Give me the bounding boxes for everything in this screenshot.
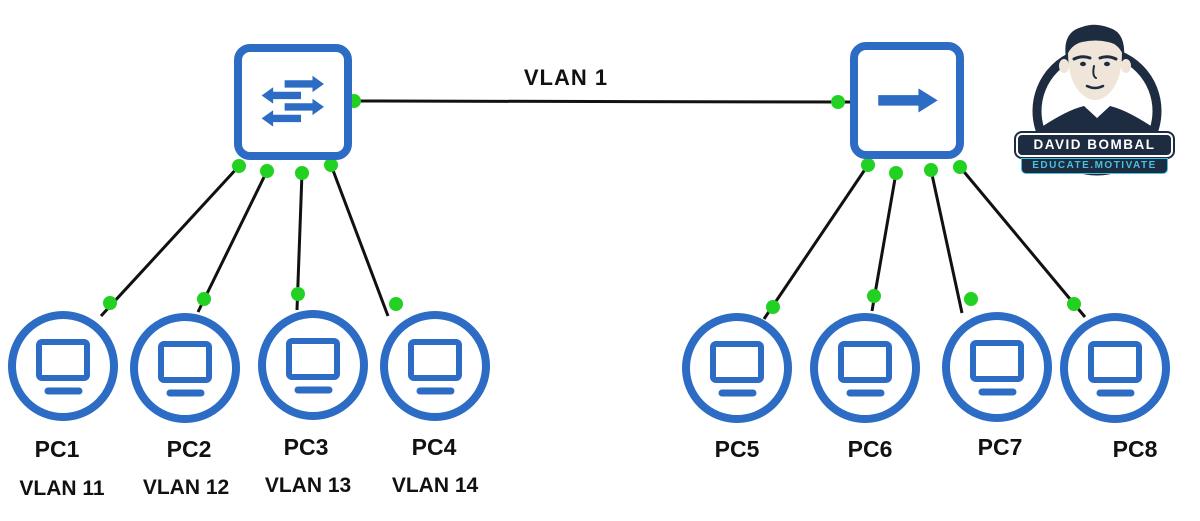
port-dot: [924, 163, 938, 177]
pc-label: PC3: [283, 434, 329, 460]
port-dot: [389, 297, 403, 311]
pc-node-4: [380, 311, 490, 421]
port-dot: [861, 158, 875, 172]
pc-node-2: [130, 313, 240, 423]
switch-left: [234, 44, 352, 160]
port-dot: [867, 289, 881, 303]
pc-node-5: [682, 313, 792, 423]
wire-sw1-pc1: [99, 164, 241, 318]
port-dot: [324, 158, 338, 172]
vlan-label: VLAN 11: [19, 477, 105, 500]
pc-node-3: [258, 310, 368, 420]
port-dot: [103, 296, 117, 310]
pc-monitor-icon: [8, 311, 118, 421]
pc-monitor-icon: [810, 313, 920, 423]
pc-node-8: [1060, 313, 1170, 423]
port-dot: [291, 287, 305, 301]
pc-label: PC1: [34, 436, 80, 462]
pc-label: PC7: [977, 434, 1023, 460]
logo-face: [1059, 24, 1131, 100]
vlan-label: VLAN 12: [142, 476, 230, 499]
logo-name-banner: DAVID BOMBAL: [1016, 133, 1173, 157]
pc-monitor-icon: [380, 311, 490, 421]
port-dot: [232, 159, 246, 173]
pc-label: PC6: [847, 436, 893, 462]
port-dot: [964, 292, 978, 306]
pc-label: PC5: [714, 436, 760, 462]
wire-sw2-pc8: [958, 166, 1087, 318]
vlan-label: VLAN 14: [391, 474, 479, 497]
forward-arrow-icon: [878, 88, 938, 113]
trunk-link-label: VLAN 1: [523, 65, 609, 90]
wire-sw2-pc5: [762, 164, 870, 320]
wire-sw2-pc6: [870, 172, 898, 312]
port-dot: [831, 95, 845, 109]
pc-node-7: [942, 312, 1052, 422]
port-dot: [889, 166, 903, 180]
pc-monitor-icon: [258, 310, 368, 420]
pc-monitor-icon: [1060, 313, 1170, 423]
port-dot: [295, 166, 309, 180]
wire-trunk: [351, 99, 853, 104]
wire-sw2-pc7: [929, 169, 964, 314]
vlan-label: VLAN 13: [264, 474, 352, 497]
multilayer-switch-arrows-icon: [261, 75, 325, 127]
switch-right: [850, 42, 964, 159]
wire-sw1-pc2: [196, 170, 269, 313]
pc-label: PC2: [166, 436, 212, 462]
port-dot: [260, 164, 274, 178]
port-dot: [1067, 297, 1081, 311]
pc-node-1: [8, 311, 118, 421]
pc-node-6: [810, 313, 920, 423]
logo-tagline-banner: EDUCATE.MOTIVATE: [1021, 158, 1168, 174]
pc-monitor-icon: [682, 313, 792, 423]
pc-monitor-icon: [942, 312, 1052, 422]
port-dot: [197, 292, 211, 306]
pc-label: PC8: [1112, 436, 1158, 462]
pc-monitor-icon: [130, 313, 240, 423]
port-dot: [953, 160, 967, 174]
pc-label: PC4: [411, 434, 457, 460]
wire-sw1-pc4: [329, 164, 390, 317]
port-dot: [766, 300, 780, 314]
